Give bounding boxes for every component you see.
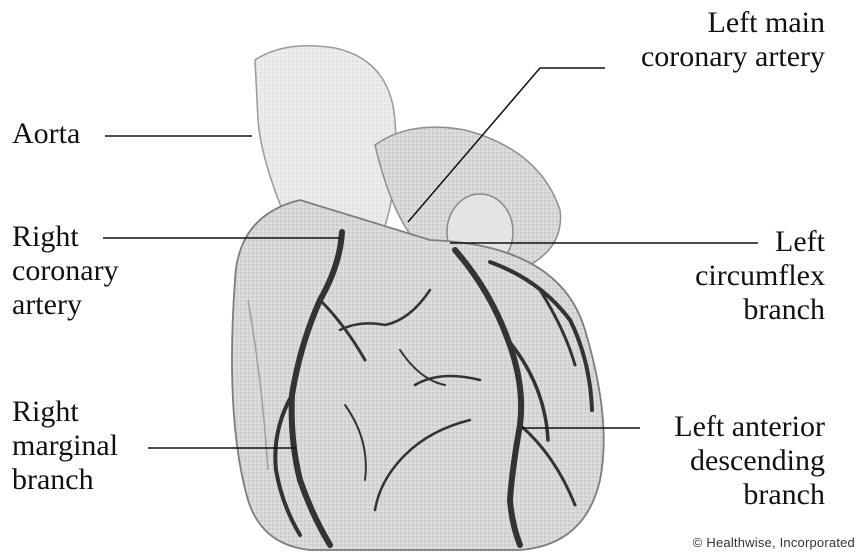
label-line: coronary [12,254,119,288]
label-line: Left main [641,6,825,40]
copyright-credit: © Healthwise, Incorporated [693,535,855,550]
label-line: Right [12,395,118,429]
aorta-label: Aorta [12,117,80,151]
heart-body-shape [232,200,604,550]
label-line: Left [695,225,825,259]
label-line: coronary artery [641,40,825,74]
left-main-coronary-label: Left main coronary artery [641,6,825,74]
label-line: descending [674,444,825,478]
label-line: artery [12,288,119,322]
label-line: Aorta [12,117,80,151]
label-line: marginal [12,429,118,463]
label-line: branch [12,463,118,497]
label-line: circumflex [695,259,825,293]
label-line: Right [12,220,119,254]
left-anterior-descending-label: Left anterior descending branch [674,410,825,512]
right-coronary-label: Right coronary artery [12,220,119,322]
label-line: Left anterior [674,410,825,444]
right-marginal-label: Right marginal branch [12,395,118,497]
label-line: branch [695,293,825,327]
label-line: branch [674,478,825,512]
left-circumflex-label: Left circumflex branch [695,225,825,327]
